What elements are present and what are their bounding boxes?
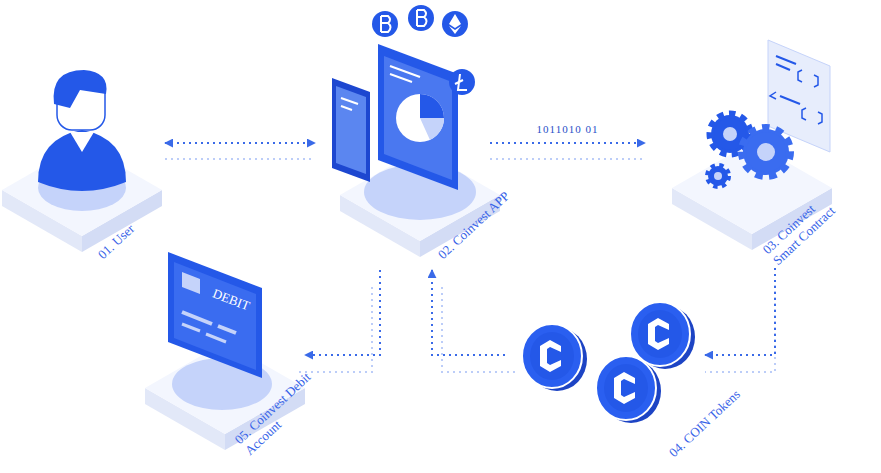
flow-shadow-line	[442, 287, 515, 372]
user-platform	[2, 70, 162, 252]
platform-node: 01. User	[0, 50, 165, 240]
flow-arrow	[432, 270, 505, 355]
flow-arrow	[165, 142, 315, 144]
platform-node: 05. Coinvest Debit Account	[140, 245, 305, 425]
step-label: 01. User	[95, 221, 137, 262]
coin-tokens	[522, 302, 695, 423]
platform-node: 03. Coinvest Smart Contract	[645, 35, 830, 268]
step-label: 05. Coinvest Debit Account	[232, 360, 334, 458]
flow-shadow-line	[165, 158, 315, 160]
flow-shadow-line	[490, 158, 645, 160]
step-label: 04. COIN Tokens	[666, 387, 743, 460]
platform-node: 02. Coinvest APP	[315, 0, 490, 270]
platform-node: 04. COIN Tokens	[505, 290, 705, 440]
flow-shadow-line	[297, 287, 372, 372]
step-label: 02. Coinvest APP	[435, 188, 513, 262]
flow-shadow-line	[705, 285, 775, 372]
flow-arrow	[705, 268, 775, 355]
step-label: 03. Coinvest Smart Contract	[760, 183, 848, 268]
edge-label: 1011010 01	[535, 123, 601, 135]
flow-arrow	[305, 270, 380, 355]
flow-arrow	[490, 142, 645, 144]
